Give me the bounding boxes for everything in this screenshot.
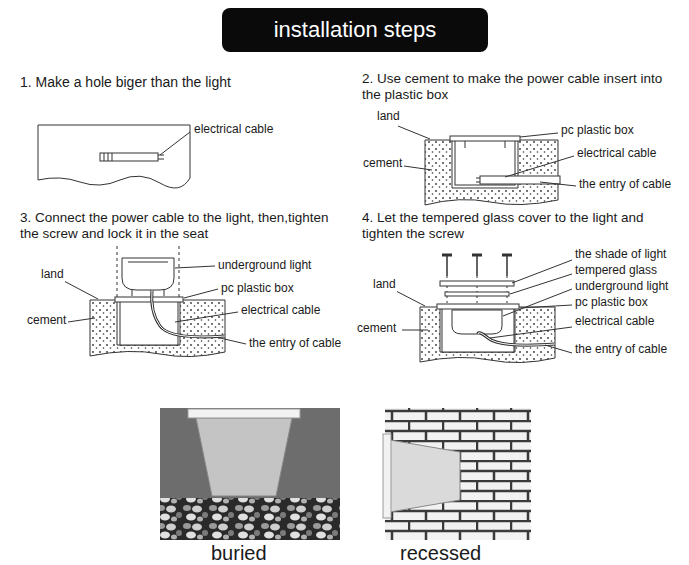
part-label: pc plastic box [220,282,295,296]
part-label: the entry of cable [578,178,672,192]
step-instruction: 1. Make a hole biger than the light [20,74,350,90]
part-label: land [40,268,65,282]
recessed-light [390,440,460,512]
part-label: electrical cable [576,147,657,161]
part-label: underground light [217,259,312,273]
part-label: the shade of light [574,248,667,262]
buried-light [196,418,292,496]
brick-wall [385,408,531,540]
part-label: land [372,278,397,292]
soil [160,408,340,500]
gravel [160,498,340,540]
part-label: electrical cable [240,304,321,318]
part-label: pc plastic box [574,296,649,310]
part-label: pc plastic box [560,124,635,138]
step-instruction: 4. Let the tempered glass cover to the l… [362,210,684,241]
part-label: cement [362,157,403,171]
light-rim [188,409,300,418]
part-label: electrical cable [574,315,655,329]
part-label: electrical cable [193,123,274,137]
part-label: tempered glass [574,264,658,278]
light-rim [383,434,391,518]
title-banner: installation steps [222,8,488,52]
step-instruction: 3. Connect the power cable to the light,… [20,210,350,241]
part-label: land [376,110,401,124]
part-label: underground light [574,280,669,294]
step-instruction: 2. Use cement to make the power cable in… [362,71,684,102]
part-label: cement [356,322,397,336]
part-label: the entry of cable [574,343,668,357]
caption-label: buried [211,542,267,565]
part-label: cement [26,314,67,328]
caption-label: recessed [400,542,481,565]
part-label: the entry of cable [248,337,342,351]
